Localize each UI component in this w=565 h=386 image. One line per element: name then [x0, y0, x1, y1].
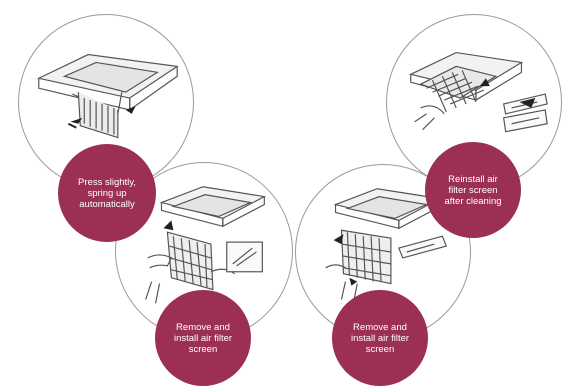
- step-2-badge: Remove and install air filter screen: [155, 290, 251, 386]
- step-4-badge: Reinstall air filter screen after cleani…: [425, 142, 521, 238]
- step-3-badge: Remove and install air filter screen: [332, 290, 428, 386]
- step-1-badge: Press slightly, spring up automatically: [58, 144, 156, 242]
- step-4-label: Reinstall air filter screen after cleani…: [444, 174, 501, 207]
- step-3-label: Remove and install air filter screen: [351, 322, 409, 355]
- step-1-label: Press slightly, spring up automatically: [78, 177, 136, 210]
- step-2-label: Remove and install air filter screen: [174, 322, 232, 355]
